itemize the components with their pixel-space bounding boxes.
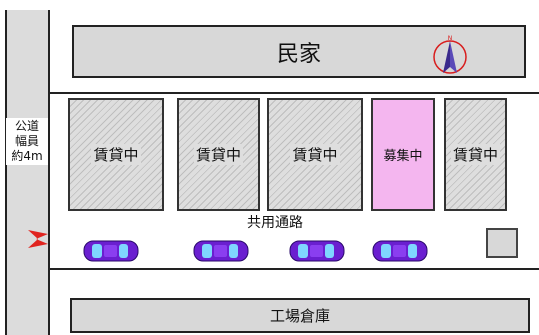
unit-5: 賃貸中 <box>444 98 507 211</box>
house-label: 民家 <box>276 41 321 67</box>
unit-1: 賃貸中 <box>68 98 164 211</box>
factory-warehouse: 工場倉庫 <box>70 298 530 333</box>
factory-label: 工場倉庫 <box>269 307 330 325</box>
unit-3: 賃貸中 <box>267 98 363 211</box>
lot-boundary-bottom <box>50 268 539 270</box>
unit-5-label: 賃貸中 <box>450 144 500 165</box>
north-arrow-icon: N <box>433 35 467 74</box>
unit-4-vacant: 募集中 <box>371 98 435 211</box>
car-icon <box>193 240 249 262</box>
compass-letter: N <box>448 35 453 42</box>
unit-2-label: 賃貸中 <box>193 144 243 165</box>
unit-2: 賃貸中 <box>177 98 260 211</box>
storage-box <box>486 228 518 258</box>
unit-4-label: 募集中 <box>383 149 423 164</box>
lot-boundary-top <box>50 92 539 94</box>
unit-1-label: 賃貸中 <box>91 144 141 165</box>
shared-passage-label: 共用通路 <box>247 215 303 231</box>
entrance-arrow-icon <box>28 230 48 248</box>
unit-3-label: 賃貸中 <box>290 144 340 165</box>
road-label: 公道 幅員 約4m <box>6 118 48 165</box>
car-icon <box>83 240 139 262</box>
public-road <box>5 10 50 335</box>
car-icon <box>289 240 345 262</box>
car-icon <box>372 240 428 262</box>
